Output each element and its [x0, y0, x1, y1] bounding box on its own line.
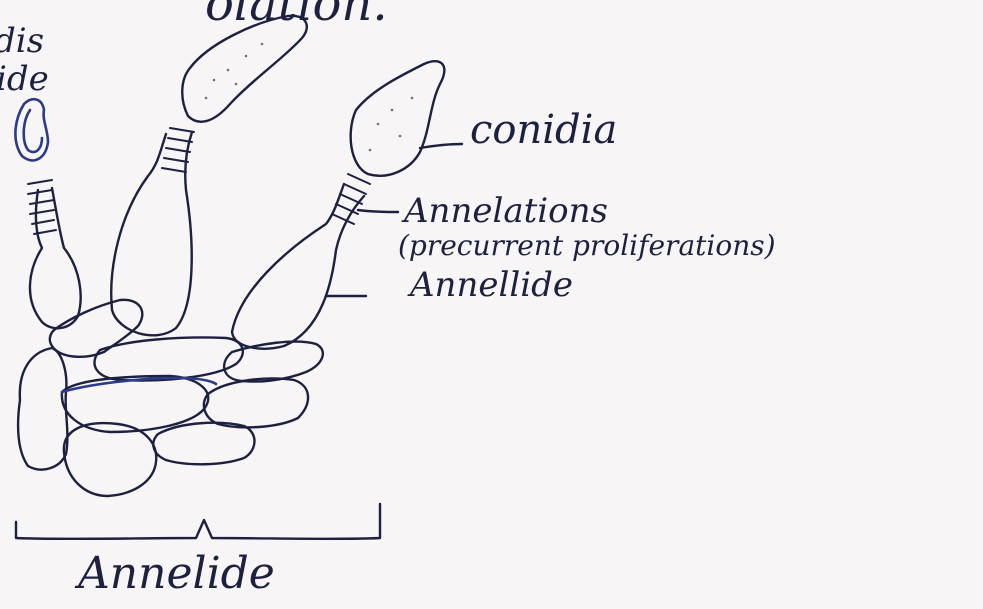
- label-conidia: conidia: [470, 110, 617, 150]
- label-annelide-bottom: Annelide: [78, 552, 275, 596]
- label-annelations: Annelations: [404, 194, 608, 228]
- annellide-left: [15, 99, 80, 328]
- top-heading-fragment: olation.: [205, 0, 388, 28]
- annellide-middle: [111, 16, 307, 336]
- bottom-brace: [16, 504, 380, 539]
- basal-cells: [18, 300, 323, 496]
- label-annellide: Annellide: [410, 268, 573, 302]
- left-text-fragment-2: ide: [0, 62, 49, 96]
- left-text-fragment-1: dis: [0, 24, 44, 58]
- label-proliferations: (precurrent proliferations): [398, 232, 776, 260]
